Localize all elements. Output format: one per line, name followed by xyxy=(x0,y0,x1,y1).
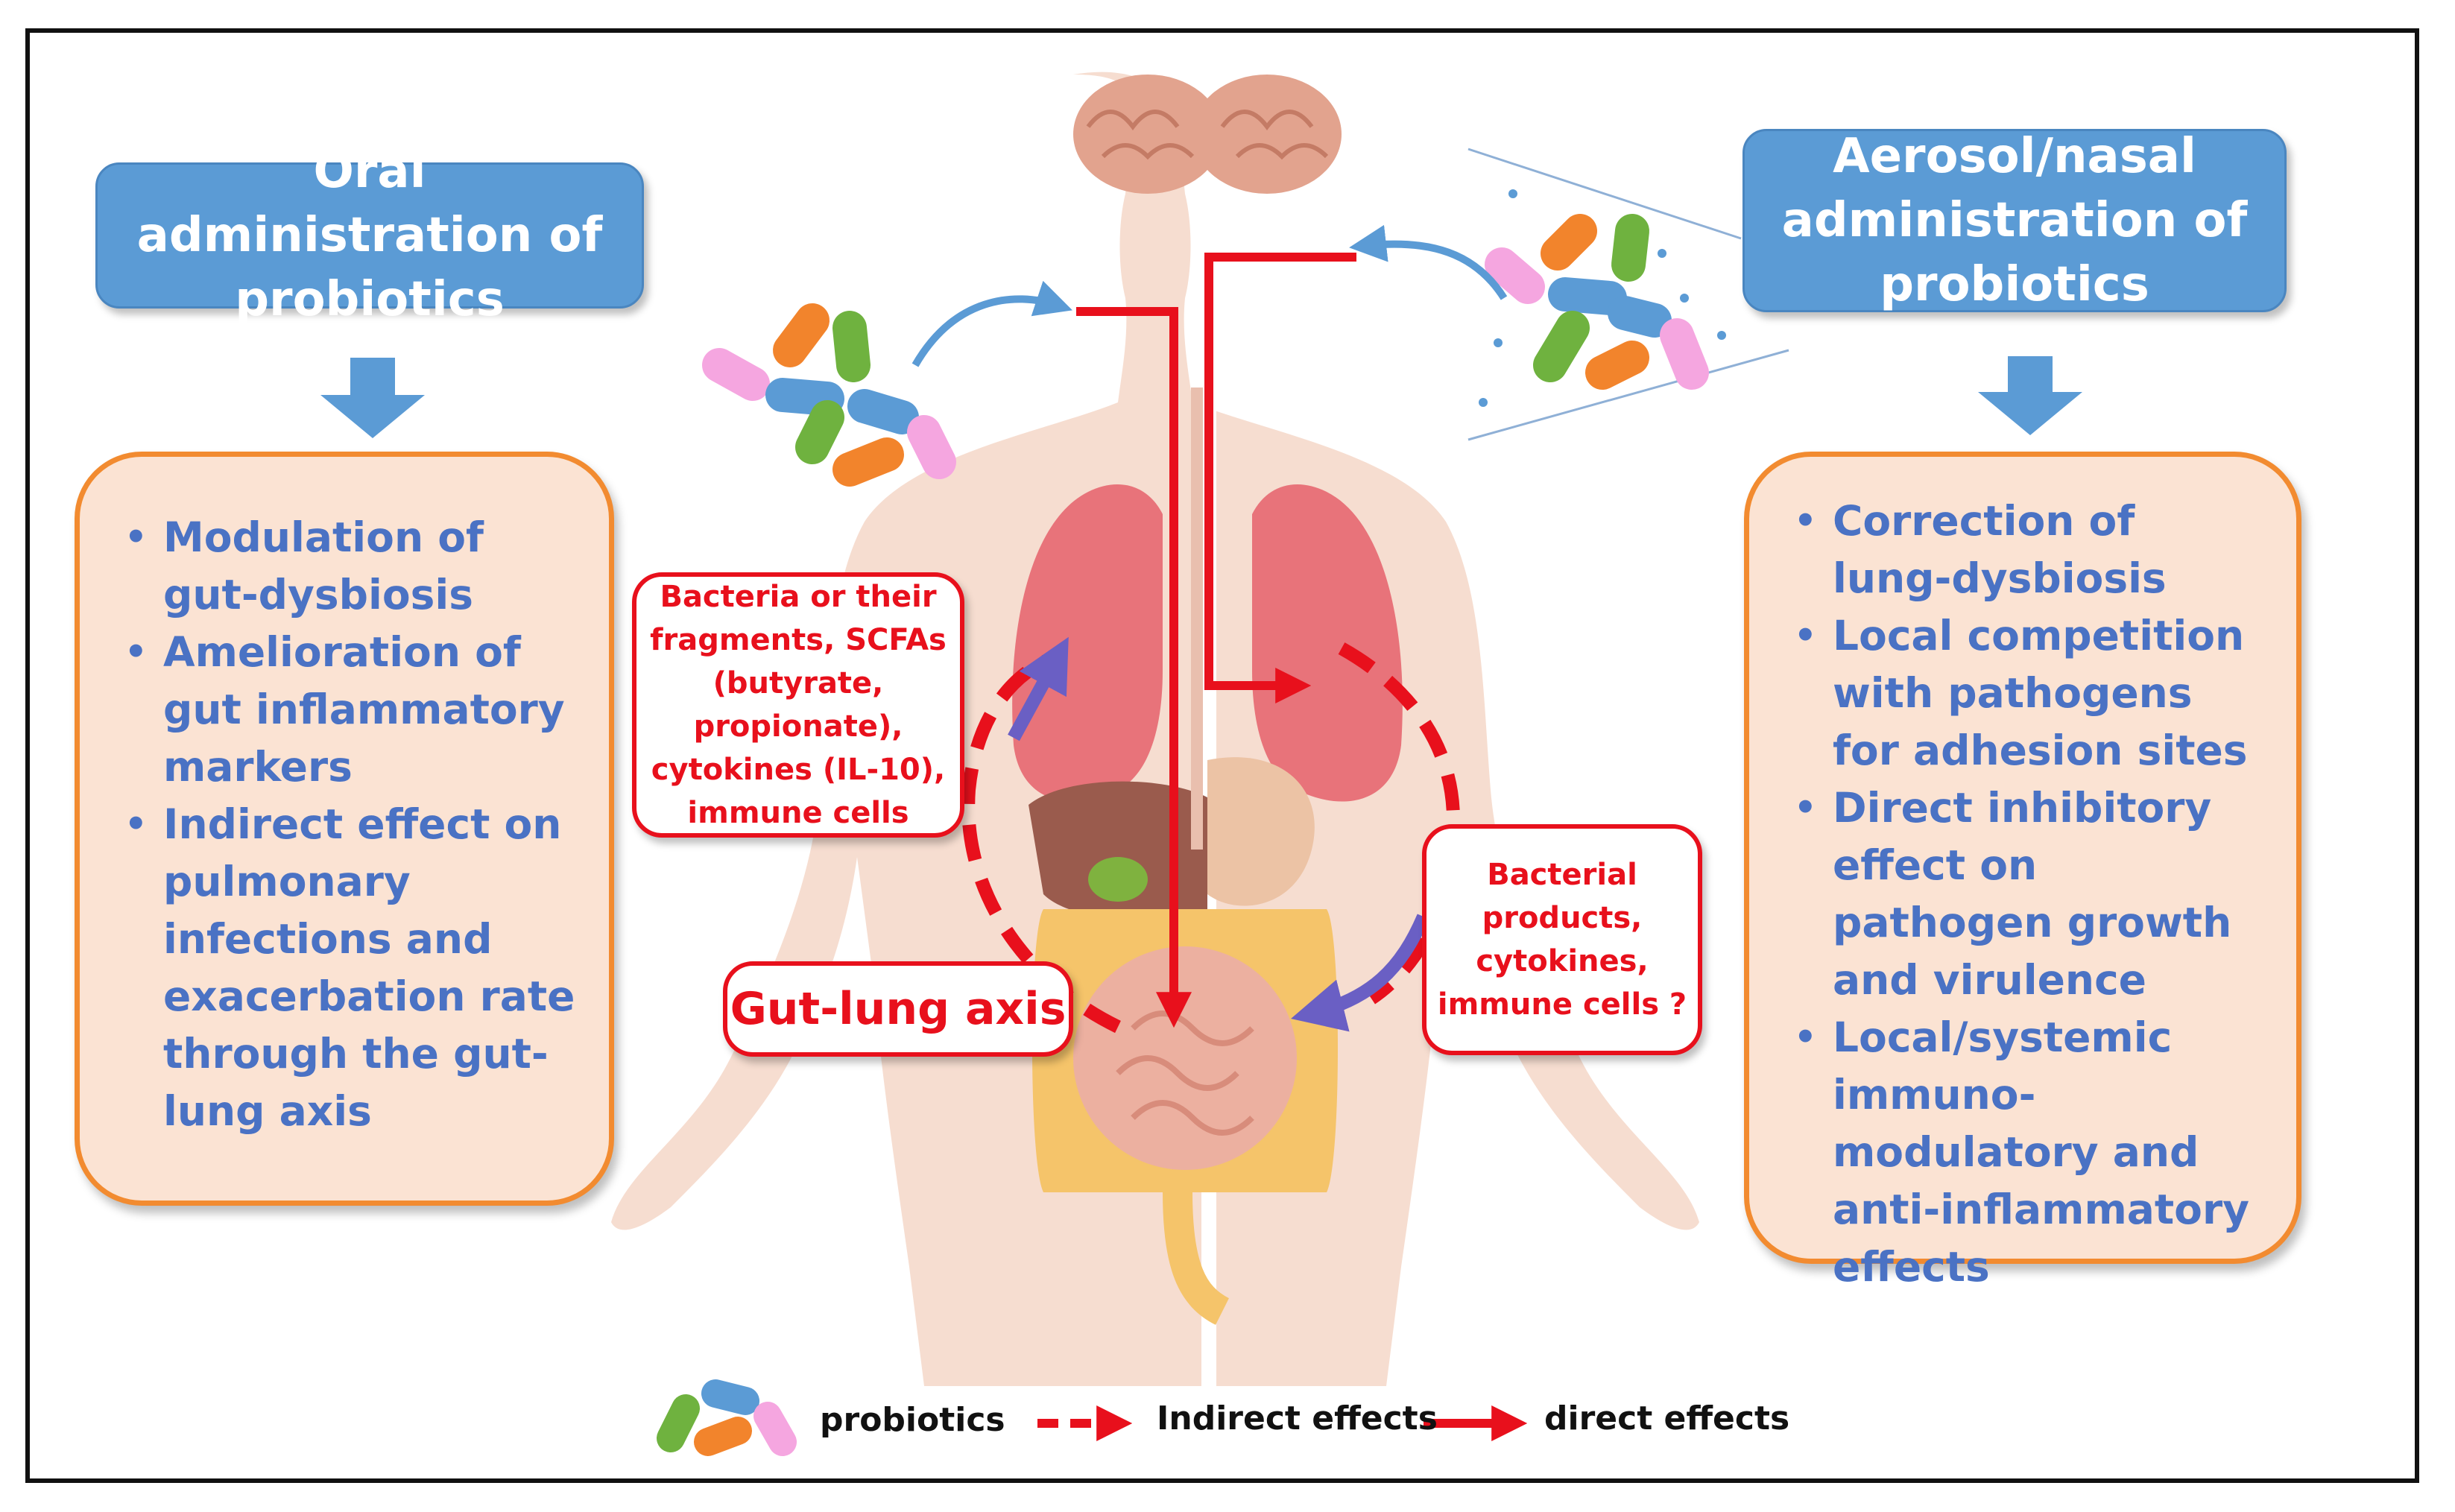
aerosol-effect-item: Direct inhibitory effect on pathogen gro… xyxy=(1794,779,2266,1009)
direct-effect-arrow-gut xyxy=(1076,307,1192,1028)
direct-effect-arrow-lung xyxy=(1204,253,1356,703)
gut-lung-axis-label: Gut-lung axis xyxy=(723,961,1073,1057)
probiotics-cluster-right xyxy=(1485,214,1709,390)
gut-to-lung-arrow xyxy=(1008,636,1069,741)
down-arrow-right xyxy=(1978,356,2082,435)
nasal-intake-arrow xyxy=(1349,224,1508,300)
lung-to-gut-arrow xyxy=(1291,914,1430,1032)
lung-to-gut-mediators-label: Bacterial products, cytokines, immune ce… xyxy=(1422,824,1702,1055)
legend-direct-label: direct effects xyxy=(1544,1399,1790,1437)
oral-administration-title: Oral administration of probiotics xyxy=(95,144,644,327)
oral-effect-item: Amelioration of gut inflammatory markers xyxy=(124,624,579,796)
figure-frame xyxy=(25,28,2419,1483)
spine xyxy=(1191,388,1203,850)
lungs-icon xyxy=(1012,484,1403,802)
legend-probiotics-icon xyxy=(657,1379,797,1456)
brain-icon xyxy=(1073,75,1342,194)
oral-effects-box: Modulation of gut-dysbiosis Amelioration… xyxy=(75,452,614,1206)
aerosol-effect-item: Correction of lung-dysbiosis xyxy=(1794,493,2266,607)
aerosol-administration-title: Aerosol/nasal administration of probioti… xyxy=(1742,129,2287,312)
aerosol-effects-box: Correction of lung-dysbiosis Local compe… xyxy=(1744,452,2301,1291)
liver-stomach-icon xyxy=(1029,757,1315,920)
oral-effects-list: Modulation of gut-dysbiosis Amelioration… xyxy=(124,509,579,1140)
aerosol-effect-item: Local competition with pathogens for adh… xyxy=(1794,607,2266,779)
aerosol-effect-item: Local/systemic immuno-modulatory and ant… xyxy=(1794,1009,2266,1296)
aerosol-spray xyxy=(1467,148,1789,441)
oral-intake-arrow xyxy=(911,280,1072,367)
aerosol-effects-list: Correction of lung-dysbiosis Local compe… xyxy=(1794,493,2266,1296)
intestines-icon xyxy=(1032,909,1338,1325)
down-arrow-left xyxy=(320,358,425,438)
oral-effect-item: Indirect effect on pulmonary infections … xyxy=(124,796,579,1140)
gut-to-lung-mediators-label: Bacteria or their fragments, SCFAs (buty… xyxy=(632,572,964,838)
legend-indirect-label: Indirect effects xyxy=(1157,1399,1438,1437)
legend-probiotics-label: probiotics xyxy=(820,1401,1005,1439)
indirect-effect-arc-right xyxy=(1338,642,1461,1005)
oral-effect-item: Modulation of gut-dysbiosis xyxy=(124,509,579,624)
probiotics-cluster-left xyxy=(702,303,956,487)
